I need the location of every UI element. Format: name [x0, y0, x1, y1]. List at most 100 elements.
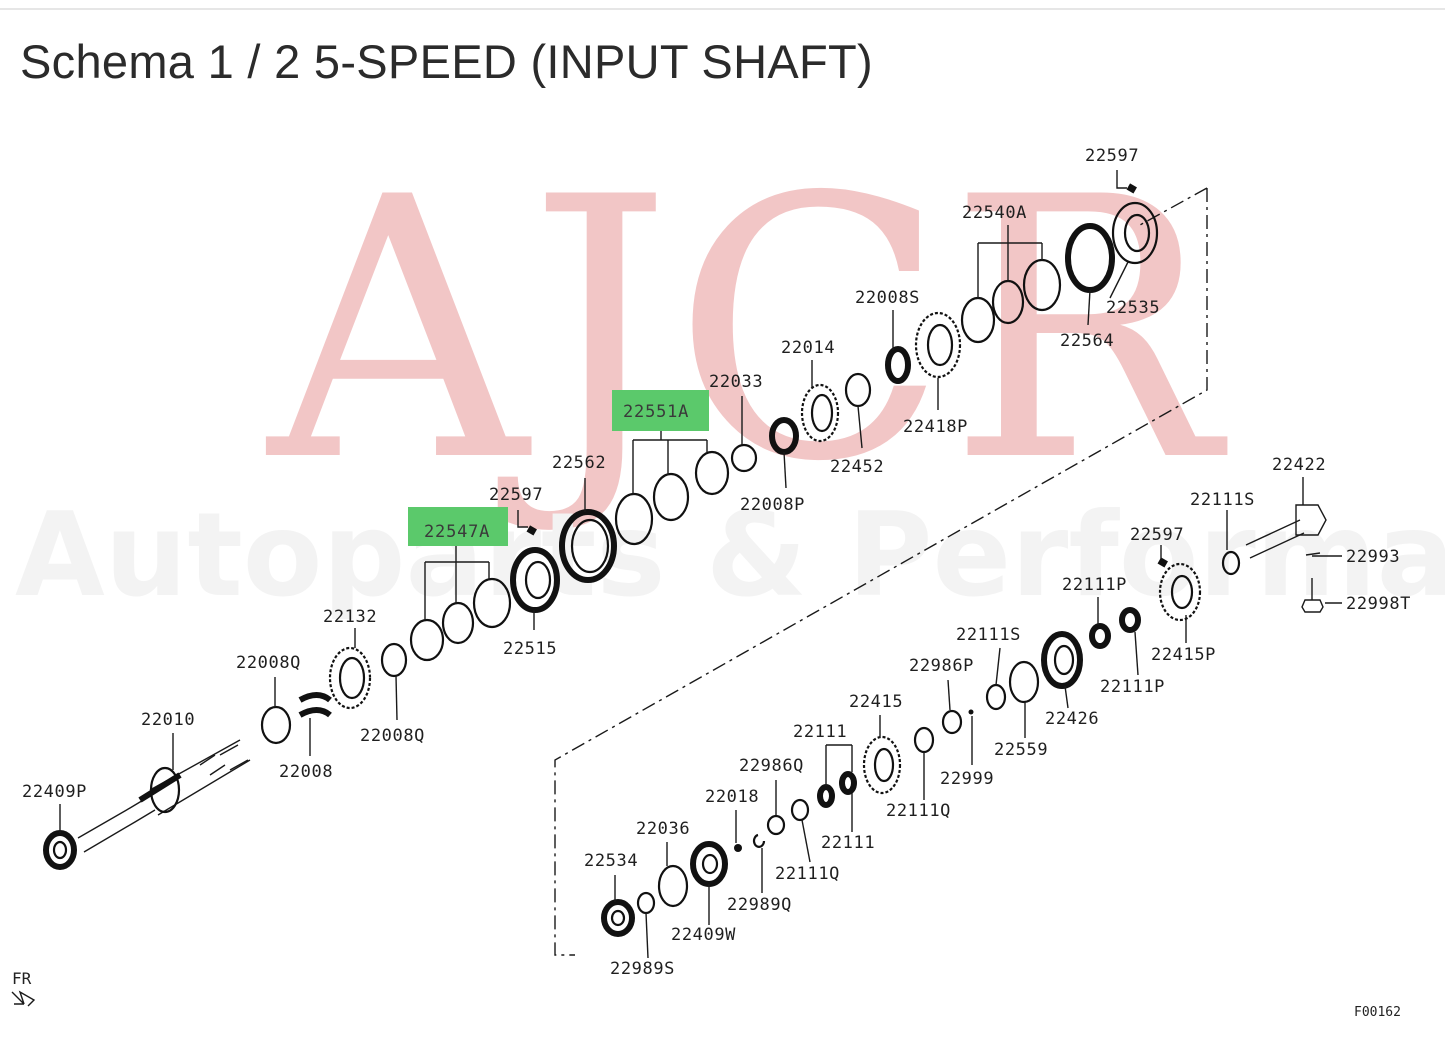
washer-22986P	[941, 709, 963, 735]
label-22986P: 22986P	[909, 656, 974, 676]
leader-lines	[59, 170, 1342, 959]
sleeve-22562	[559, 509, 617, 583]
needle-bearing-22008	[298, 692, 332, 718]
label-22547A: 22547A	[424, 522, 490, 542]
label-22540A: 22540A	[962, 203, 1027, 223]
washer-22111S-a	[1221, 550, 1241, 576]
hub-22535	[1111, 201, 1159, 265]
washer-22986Q	[766, 814, 786, 836]
label-22993: 22993	[1346, 547, 1400, 567]
highlight-22551A	[612, 390, 709, 431]
label-22008Q-a: 22008Q	[236, 653, 301, 673]
label-22014: 22014	[781, 338, 835, 358]
label-22132: 22132	[323, 607, 377, 627]
gear-22415	[862, 735, 902, 795]
label-22452: 22452	[830, 457, 884, 477]
bolt-22998T	[1301, 578, 1324, 613]
label-22515: 22515	[503, 639, 557, 659]
label-22008P: 22008P	[740, 495, 805, 515]
label-22989S: 22989S	[610, 959, 675, 979]
input-shaft-22010	[77, 739, 251, 853]
gear-22132	[328, 646, 372, 710]
label-22409W: 22409W	[671, 925, 736, 945]
figure-code: F00162	[1354, 1005, 1401, 1020]
needle-22111P-a	[1089, 623, 1111, 649]
roller-22111-a	[817, 784, 835, 808]
label-22999: 22999	[940, 769, 994, 789]
ball-22018	[734, 844, 742, 852]
label-22111P-a: 22111P	[1062, 575, 1127, 595]
needle-bearing-22008S	[885, 346, 911, 384]
gear-22426	[1041, 631, 1083, 689]
label-22111-a: 22111	[793, 722, 847, 742]
label-22597-top: 22597	[1085, 146, 1139, 166]
ball-22999	[968, 709, 974, 715]
label-22111Q-a: 22111Q	[886, 801, 951, 821]
label-22008Q-b: 22008Q	[360, 726, 425, 746]
ring-22547A-3	[472, 577, 512, 629]
label-22033: 22033	[709, 372, 763, 392]
roller-22111-b	[839, 771, 857, 795]
collar-22033	[730, 443, 758, 473]
part-labels: 22597 22540A 22008S 22535 22564 22014 22…	[22, 146, 1411, 979]
watermark-sub: Autoparts & Performance	[15, 488, 1445, 623]
label-22426: 22426	[1045, 709, 1099, 729]
bearing-22409W	[690, 841, 728, 887]
label-22008S: 22008S	[855, 288, 920, 308]
label-22564: 22564	[1060, 331, 1114, 351]
label-22409P: 22409P	[22, 782, 87, 802]
pin-22993	[1305, 552, 1321, 556]
label-22534: 22534	[584, 851, 638, 871]
fr-label: FR	[12, 969, 32, 988]
assembly-boundary	[554, 187, 1208, 956]
ring-22551A-2	[652, 472, 690, 522]
label-22562: 22562	[552, 453, 606, 473]
label-22597-mid: 22597	[489, 485, 543, 505]
front-direction-marker: FR	[11, 969, 36, 1007]
needle-22111P-b	[1119, 607, 1141, 633]
top-divider	[0, 8, 1445, 10]
ring-22036	[657, 864, 689, 908]
label-22415: 22415	[849, 692, 903, 712]
bearing-22409P	[43, 830, 77, 870]
ring-22547A-2	[441, 601, 475, 645]
label-22111-b: 22111	[821, 833, 875, 853]
ring-22559	[1008, 660, 1040, 704]
label-22008: 22008	[279, 762, 333, 782]
shaft-22422	[1245, 504, 1327, 559]
label-22036: 22036	[636, 819, 690, 839]
label-22418P: 22418P	[903, 417, 968, 437]
label-22998T: 22998T	[1346, 594, 1411, 614]
ring-22547A-1	[409, 618, 445, 662]
snap-ring-22989S	[636, 891, 656, 915]
label-22597-low: 22597	[1130, 525, 1184, 545]
key-22597-top	[1126, 183, 1137, 194]
washer-22111Q-b	[913, 726, 935, 754]
label-22535: 22535	[1106, 298, 1160, 318]
hub-22534	[601, 899, 635, 937]
washer-22008Q-b	[380, 642, 408, 678]
gear-22418P	[914, 311, 962, 379]
label-22551A: 22551A	[623, 402, 689, 422]
label-22111P-b: 22111P	[1100, 677, 1165, 697]
arrow-icon	[11, 990, 36, 1007]
label-22111Q-b: 22111Q	[775, 864, 840, 884]
label-22986Q: 22986Q	[739, 756, 804, 776]
hub-22515	[510, 547, 560, 613]
clip-22989Q	[752, 833, 766, 848]
key-22597-low	[1157, 557, 1168, 568]
gear-22014	[800, 383, 840, 443]
label-22415P: 22415P	[1151, 645, 1216, 665]
label-22111S-a: 22111S	[1190, 490, 1255, 510]
label-22559: 22559	[994, 740, 1048, 760]
page-title: Schema 1 / 2 5-SPEED (INPUT SHAFT)	[20, 35, 873, 88]
washer-22008Q-a	[260, 705, 292, 745]
ring-22551A-1	[614, 492, 654, 546]
washer-22111S	[985, 683, 1007, 711]
key-22597-mid	[526, 525, 537, 536]
label-22018: 22018	[705, 787, 759, 807]
washer-22111Q	[790, 798, 810, 822]
label-22111S-b: 22111S	[956, 625, 1021, 645]
label-22010: 22010	[141, 710, 195, 730]
